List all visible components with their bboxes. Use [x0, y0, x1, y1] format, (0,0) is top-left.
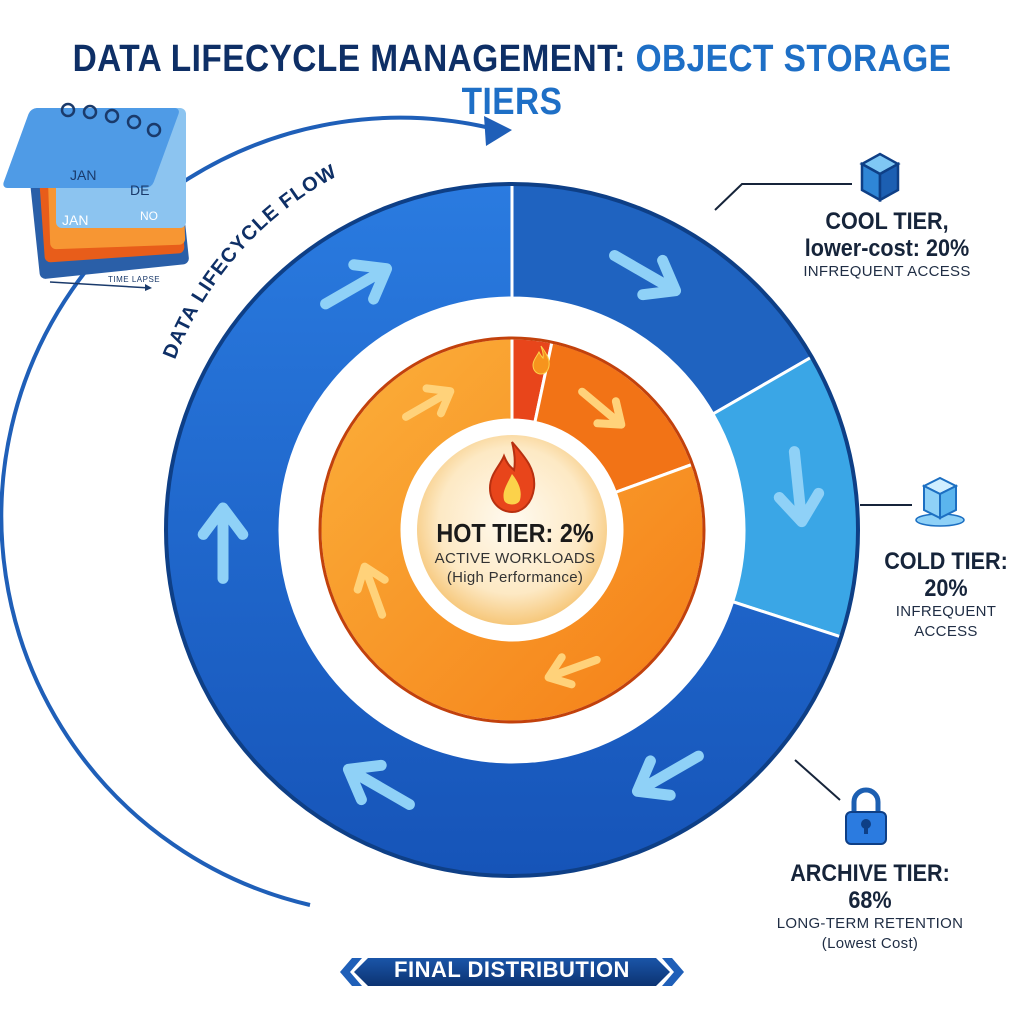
- inner-ring-rim: [318, 336, 706, 724]
- title-part-2: OBJECT STORAGE TIERS: [461, 38, 952, 123]
- outer-tier-ring: [151, 170, 872, 890]
- hot-tier-ring: [315, 334, 708, 727]
- flow-arrowhead-icon: [484, 116, 512, 146]
- title-part-1: DATA LIFECYCLE MANAGEMENT:: [72, 38, 626, 80]
- flow-arrow-icon: [578, 387, 626, 429]
- flow-arrow-icon: [342, 759, 415, 810]
- ice-cube-icon: [859, 152, 901, 203]
- cool-tier-title: COOL TIER,: [825, 208, 949, 235]
- hot-tier-title: HOT TIER: 2%: [436, 518, 594, 548]
- padlock-icon: [845, 787, 887, 845]
- lifecycle-flow-arc: [0, 115, 491, 907]
- calendar-page-label: NO: [140, 209, 158, 223]
- calendar-page-label: JAN: [70, 167, 96, 183]
- archive-tier-title: ARCHIVE TIER: 68%: [790, 860, 950, 914]
- page-title: DATA LIFECYCLE MANAGEMENT: OBJECT STORAG…: [61, 38, 962, 124]
- flow-arrow-icon: [544, 653, 601, 689]
- small-flame-icon: [532, 345, 550, 375]
- archive-leader-line: [794, 759, 841, 801]
- flow-arrow-icon: [609, 250, 682, 301]
- flow-arrow-icon: [631, 750, 704, 801]
- cold-tier-description-1: INFREQUENT: [895, 603, 997, 620]
- outer-ring-rim: [164, 182, 860, 878]
- flow-arrow-icon: [197, 502, 249, 584]
- flow-arrow-icon: [773, 446, 825, 528]
- flow-arrow-icon: [353, 562, 389, 619]
- cold-tier-label: COLD TIER: 20% INFREQUENT ACCESS: [858, 548, 1024, 642]
- cool-tier-subtitle: lower-cost: 20%: [804, 235, 970, 262]
- cool-leader-line: [714, 183, 852, 211]
- calendar-icon: JAN DE JAN NO: [3, 102, 189, 291]
- flame-icon: [488, 441, 536, 514]
- melting-ice-cube-icon: [915, 476, 965, 527]
- calendar-page-label: DE: [130, 182, 149, 198]
- cool-tier-label: COOL TIER, lower-cost: 20% INFREQUENT AC…: [782, 208, 992, 282]
- cold-tier-title: COLD TIER: 20%: [884, 548, 1008, 602]
- cold-tier-description-2: ACCESS: [914, 623, 978, 640]
- archive-tier-label: ARCHIVE TIER: 68% LONG-TERM RETENTION (L…: [755, 860, 985, 954]
- archive-tier-description-1: LONG-TERM RETENTION: [776, 915, 964, 932]
- hot-tier-label: HOT TIER: 2% ACTIVE WORKLOADS (High Perf…: [415, 518, 615, 587]
- final-distribution-label: FINAL DISTRIBUTION: [394, 957, 630, 982]
- center-disc-glow: [417, 435, 607, 625]
- hot-tier-description-1: ACTIVE WORKLOADS: [434, 550, 596, 567]
- hot-tier-description-2: (High Performance): [446, 569, 584, 586]
- archive-tier-description-2: (Lowest Cost): [821, 935, 919, 952]
- flow-arrow-icon: [320, 259, 393, 310]
- calendar-caption: TIME LAPSE: [108, 275, 161, 284]
- final-distribution-banner: [340, 958, 684, 986]
- cool-tier-description: INFREQUENT ACCESS: [803, 263, 971, 280]
- calendar-page-label: JAN: [62, 212, 88, 228]
- flow-arrow-icon: [402, 384, 455, 421]
